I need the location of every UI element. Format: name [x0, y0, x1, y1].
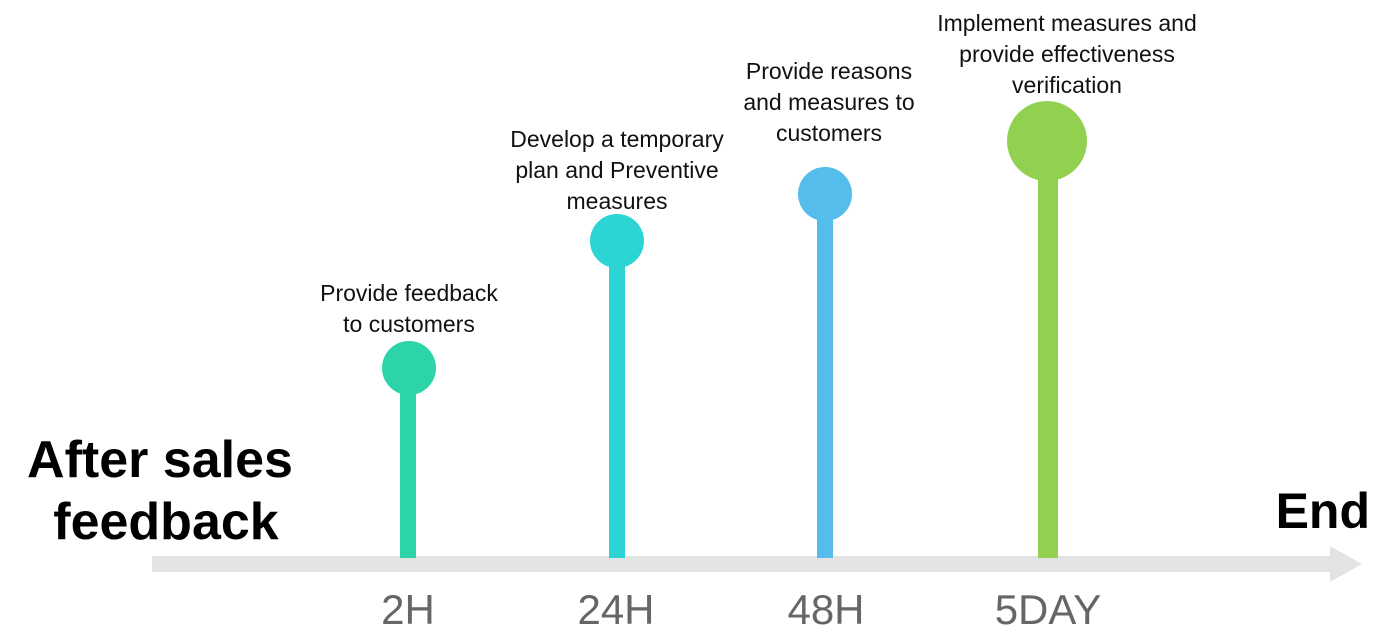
- milestone-text-2h: Provide feedback to customers: [260, 278, 558, 340]
- start-label-line1: After sales: [27, 431, 293, 489]
- milestone-text-line: Implement measures and: [937, 10, 1197, 36]
- milestone-text-line: provide effectiveness: [959, 41, 1175, 67]
- milestone-text-line: customers: [775, 120, 883, 146]
- milestone-stem-2h: [400, 368, 416, 558]
- start-label-line2: feedback: [53, 493, 279, 551]
- milestone-text-line: measures: [566, 188, 668, 214]
- milestone-text-line: Provide feedback: [320, 280, 498, 306]
- tick-label-2h: 2H: [381, 586, 435, 633]
- milestone-text-line: verification: [1012, 72, 1122, 98]
- arrow-right-icon: [1330, 546, 1362, 582]
- timeline-axis: [152, 556, 1332, 572]
- milestone-text-48h: Provide reasons and measures to customer…: [680, 56, 978, 149]
- milestone-dot-2h: [382, 341, 436, 395]
- milestone-stem-24h: [609, 241, 625, 558]
- milestone-stem-5day: [1038, 140, 1058, 558]
- milestone-dot-24h: [590, 214, 644, 268]
- milestone-dot-48h: [798, 167, 852, 221]
- milestone-text-24h: Develop a temporary plan and Preventive …: [468, 124, 766, 217]
- milestone-dot-5day: [1007, 101, 1087, 181]
- tick-label-5day: 5DAY: [994, 586, 1102, 633]
- milestone-text-line: and measures to: [743, 89, 915, 115]
- milestone-text-line: to customers: [343, 311, 475, 337]
- end-label: End: [1275, 483, 1370, 539]
- milestone-text-line: Provide reasons: [745, 58, 913, 84]
- milestone-text-line: plan and Preventive: [515, 157, 719, 183]
- milestone-text-5day: Implement measures and provide effective…: [900, 8, 1234, 101]
- milestone-stem-48h: [817, 193, 833, 558]
- tick-label-24h: 24H: [577, 586, 655, 633]
- tick-label-48h: 48H: [787, 586, 865, 633]
- milestone-text-line: Develop a temporary: [510, 126, 724, 152]
